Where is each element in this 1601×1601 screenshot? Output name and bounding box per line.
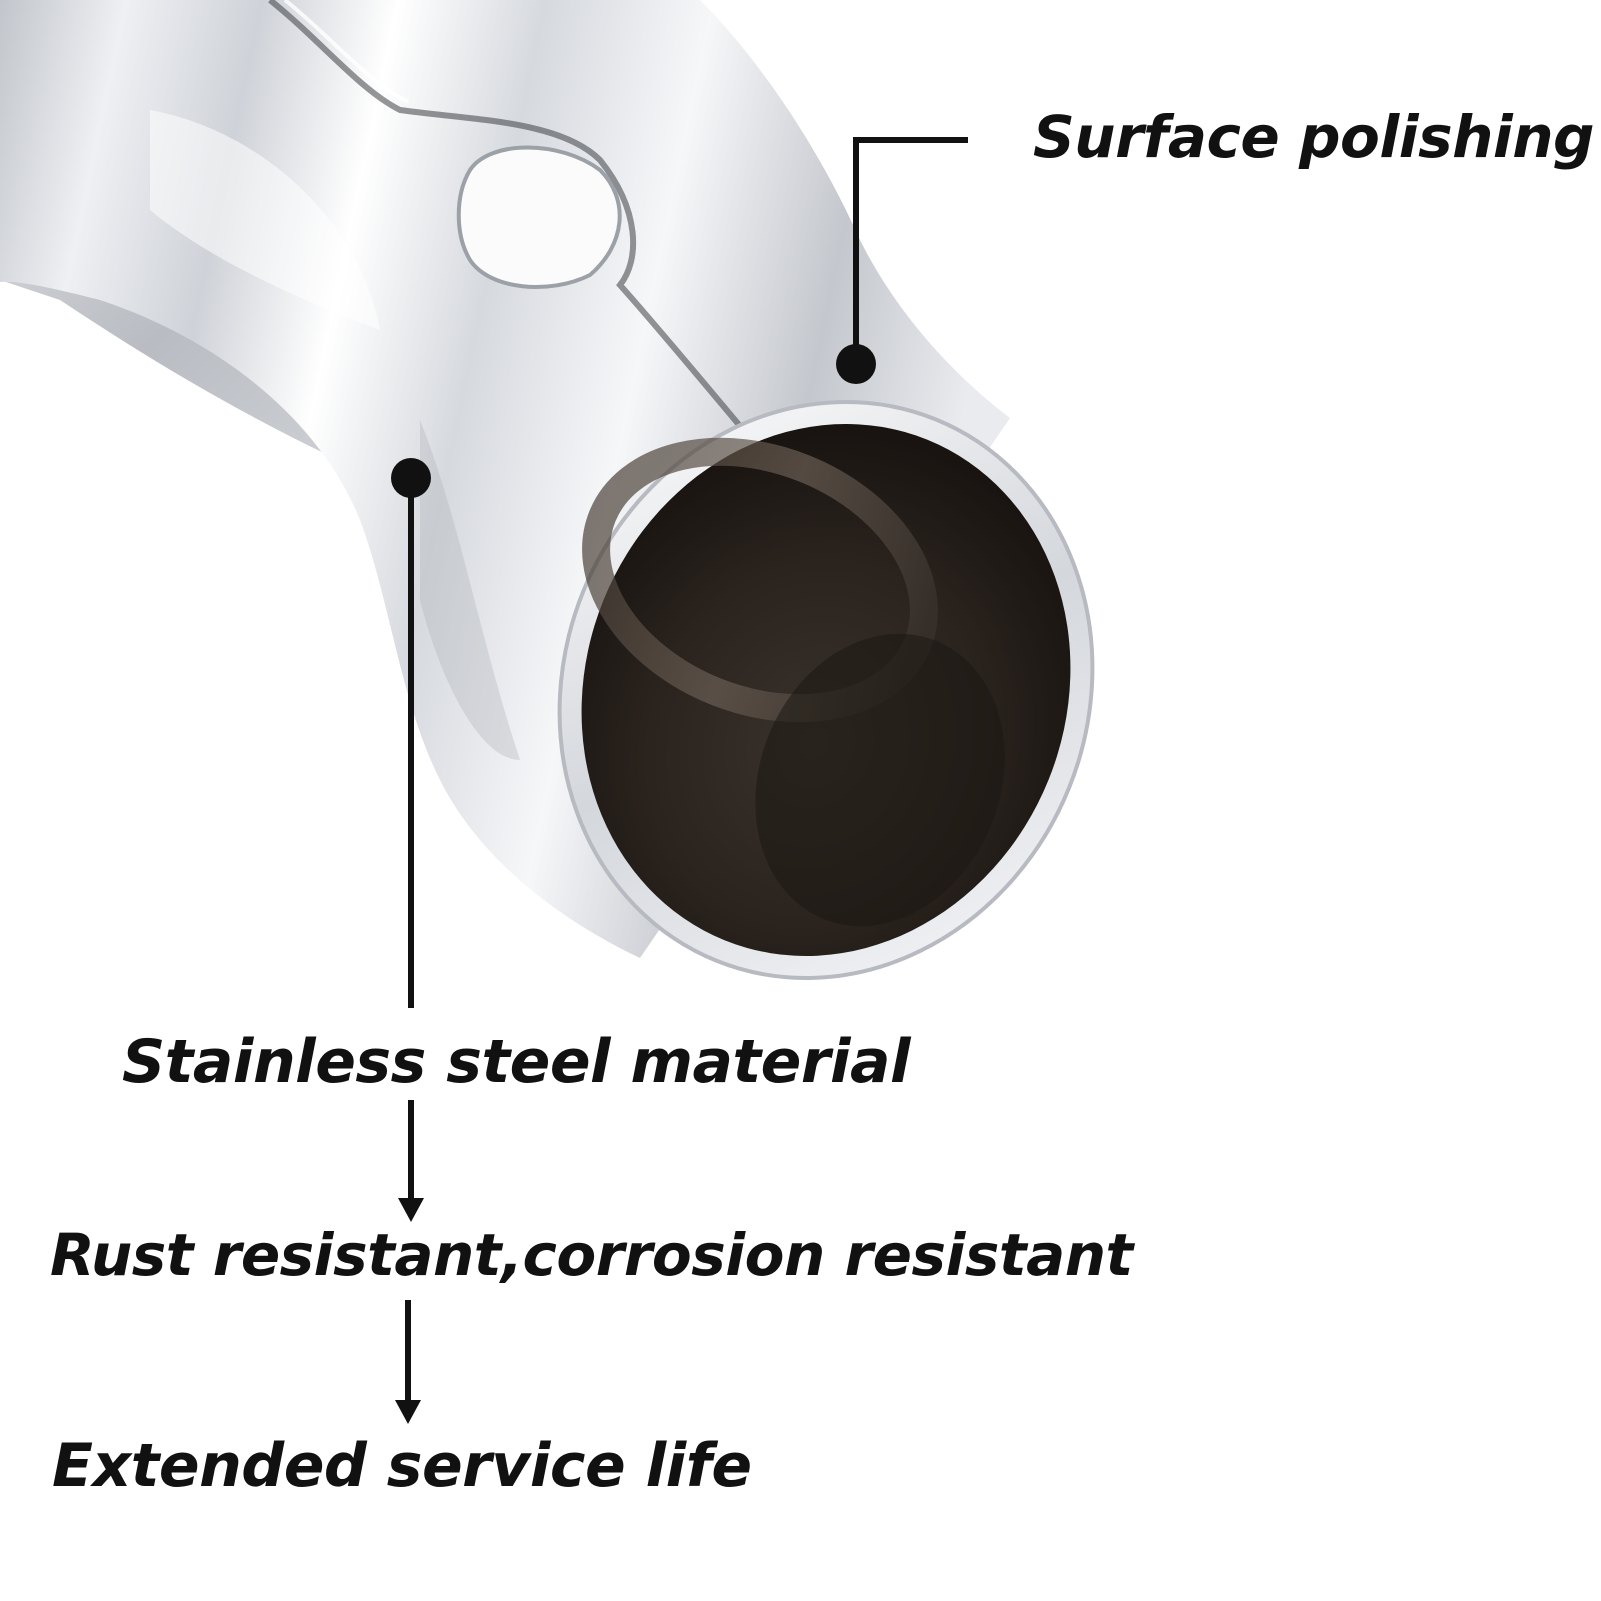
stainless-steel-label: Stainless steel material	[122, 1027, 911, 1097]
surface-polishing-pointer	[836, 137, 968, 384]
service-life-label: Extended service life	[52, 1431, 752, 1501]
rust-resistant-label: Rust resistant,corrosion resistant	[50, 1221, 1133, 1289]
pipe-tab	[456, 145, 622, 289]
arrow-down-icon	[395, 1300, 421, 1424]
seam-line	[268, 0, 763, 452]
surface-polishing-label: Surface polishing	[1033, 103, 1595, 171]
arrow-down-icon	[398, 1100, 424, 1222]
stainless-steel-pointer	[391, 458, 431, 1008]
